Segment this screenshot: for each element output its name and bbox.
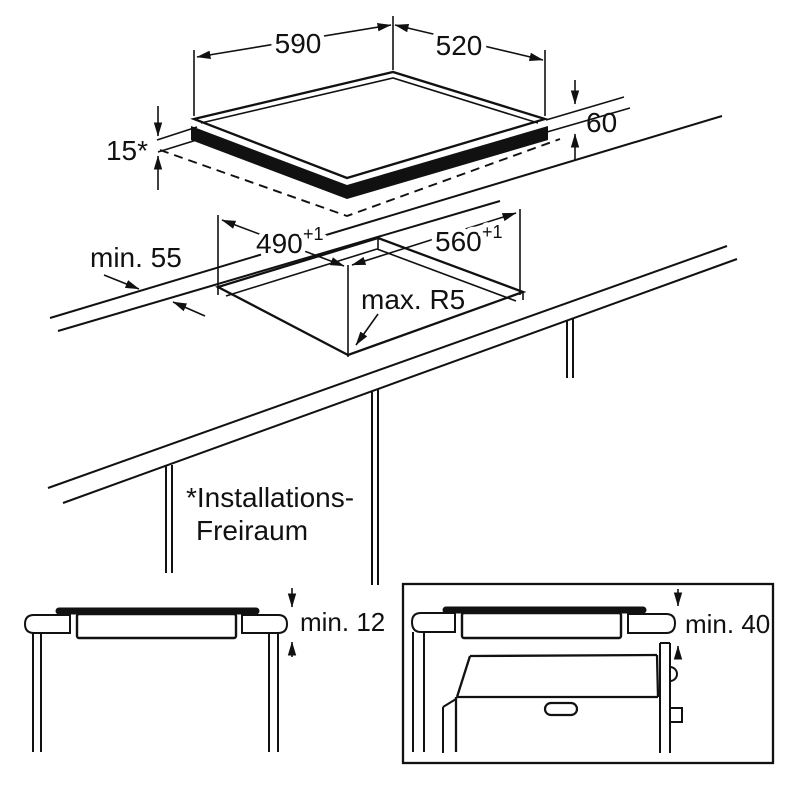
worktop-section-view: min. 12 <box>23 588 385 752</box>
installation-footnote: *Installations- Freiraum <box>186 482 354 546</box>
footnote-line-2: Freiraum <box>196 515 308 546</box>
dimension-line-490 <box>221 219 345 267</box>
oven-top-edge <box>469 653 658 658</box>
oven-handle <box>543 701 579 717</box>
height-60-label: 60 <box>586 107 617 138</box>
dimension-line-520 <box>394 24 544 61</box>
hob-body-right-face <box>347 126 548 199</box>
height-lower-stub-line <box>546 107 631 133</box>
hob-body-left-face <box>191 126 347 199</box>
oven-hinge-knob <box>669 665 678 683</box>
worktop-right-profile <box>627 613 677 634</box>
oven-plug-fitting <box>669 707 683 723</box>
hob-body-profile <box>75 612 238 640</box>
worktop-right-profile <box>241 614 289 634</box>
oven-left-notch <box>442 698 457 708</box>
oven-outline <box>442 642 683 753</box>
worktop-front-edge-lower-line <box>62 258 738 504</box>
depth-520-label: 520 <box>436 30 483 61</box>
worktop-front-edge-upper-line <box>47 245 728 489</box>
corner-radius-callout: max. R5 <box>355 284 465 346</box>
worktop-edges <box>47 115 738 585</box>
footnote-line-1: *Installations- <box>186 482 354 513</box>
clearance-lower-stub-line <box>157 137 204 153</box>
edge-distance-arrow-inner <box>172 301 206 317</box>
section-leg-left <box>32 633 42 752</box>
diagram-frame <box>401 582 775 765</box>
worktop-left-profile <box>23 614 71 634</box>
corner-radius-label: max. R5 <box>361 284 465 315</box>
cabinet-leg-middle <box>371 389 379 585</box>
width-590-label: 590 <box>275 28 322 59</box>
dimension-line-590 <box>196 23 392 59</box>
cabinet-leg-left <box>165 465 173 573</box>
worktop-cutout-view: 490 +1 560 +1 max. R5 min. 55 <box>90 209 527 357</box>
hob-body-profile <box>460 611 623 640</box>
oven-top-right-edge <box>655 654 660 698</box>
hob-glass-edge-highlight <box>200 77 539 124</box>
clearance-15-label: 15* <box>106 135 148 166</box>
cutout-depth-tolerance: +1 <box>303 224 324 244</box>
worktop-thickness-label: min. 12 <box>300 607 385 637</box>
hob-clearance-dashed-outline <box>159 138 561 218</box>
cutout-width-tolerance: +1 <box>482 222 503 242</box>
oven-clearance-label: min. 40 <box>685 609 770 639</box>
oven-section-view: min. 40 <box>401 582 775 765</box>
height-60-dimension: 60 <box>545 80 631 160</box>
height-upper-stub-line <box>545 96 625 121</box>
edge-distance-arrow-outer <box>103 274 140 290</box>
worktop-left-profile <box>410 612 456 633</box>
hob-glass-surface <box>190 70 549 180</box>
dimension-line-560 <box>351 212 517 266</box>
width-depth-dimensions: 590 520 <box>193 16 546 116</box>
corner-radius-arrow <box>355 313 379 346</box>
edge-distance-callout: min. 55 <box>90 242 206 317</box>
section-leg-right <box>268 633 279 752</box>
clearance-15-dimension: 15* <box>106 106 204 190</box>
cutout-depth-490-label: 490 <box>256 228 303 259</box>
hob-isometric-view: 15* 60 590 520 <box>106 16 631 218</box>
cutout-width-560-label: 560 <box>435 226 482 257</box>
oven-top-left-slant <box>455 655 472 698</box>
clearance-upper-stub-line <box>156 126 198 141</box>
edge-distance-label: min. 55 <box>90 242 182 273</box>
cabinet-wall-left <box>412 632 425 752</box>
cabinet-leg-right <box>566 319 574 378</box>
